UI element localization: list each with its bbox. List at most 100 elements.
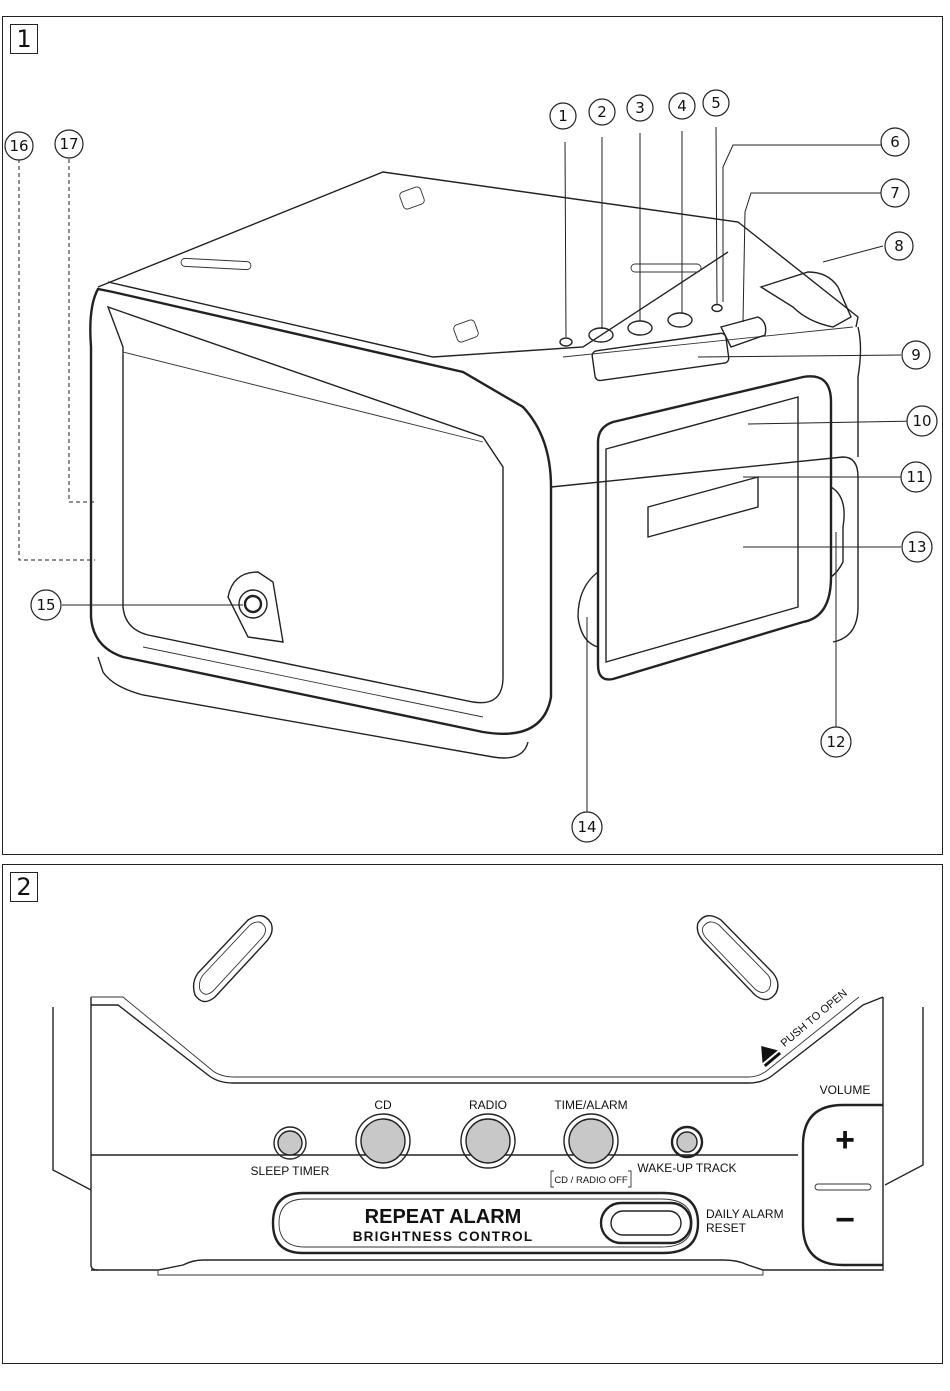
callout-15: 15 bbox=[30, 589, 62, 621]
daily-alarm-reset-button[interactable] bbox=[599, 1201, 693, 1245]
front-bezel bbox=[89, 287, 553, 735]
volume-plus-symbol: + bbox=[835, 1121, 855, 1159]
body-bottom-edge bbox=[91, 997, 884, 1271]
door-handle-right bbox=[830, 486, 845, 578]
cd-button[interactable] bbox=[355, 1113, 411, 1169]
cd-door-panel bbox=[605, 396, 799, 663]
top-plate-inner-line bbox=[91, 996, 860, 1078]
top-button-2 bbox=[588, 327, 614, 343]
volume-minus-symbol: − bbox=[835, 1201, 855, 1239]
top-front-edge bbox=[107, 251, 729, 358]
base-line bbox=[142, 646, 484, 718]
callout-number: 4 bbox=[677, 97, 687, 115]
callout-number: 3 bbox=[635, 99, 645, 117]
eject-tab bbox=[759, 271, 852, 328]
callout-11: 11 bbox=[900, 461, 932, 493]
callout-6: 6 bbox=[880, 127, 910, 157]
callout-number: 10 bbox=[912, 412, 931, 430]
wake-up-track-label: WAKE-UP TRACK bbox=[637, 1161, 736, 1175]
cd-door-frame bbox=[596, 375, 833, 681]
callout-number: 9 bbox=[911, 346, 921, 364]
callout-10: 10 bbox=[906, 405, 938, 437]
callout-number: 12 bbox=[826, 733, 845, 751]
side-body-edge bbox=[857, 326, 862, 457]
leader-9 bbox=[697, 354, 902, 358]
callout-17: 17 bbox=[54, 129, 84, 159]
knob-outer bbox=[238, 589, 268, 619]
leader-16 bbox=[18, 159, 95, 561]
eject-bar-icon bbox=[763, 1051, 782, 1068]
volume-rocker-perspective bbox=[719, 316, 767, 348]
callout-12: 12 bbox=[820, 726, 852, 758]
radio-button[interactable] bbox=[460, 1113, 516, 1169]
side-top-line bbox=[562, 326, 854, 358]
time-alarm-label: TIME/ALARM bbox=[554, 1098, 627, 1112]
leader-17 bbox=[68, 159, 95, 503]
top-control-panel-drawing: + − VOLUME PUSH TO OPEN SLEEP TIMER CD R… bbox=[52, 915, 924, 1276]
callout-number: 1 bbox=[558, 107, 568, 125]
callout-2: 2 bbox=[588, 98, 616, 126]
bracket-left bbox=[550, 1170, 554, 1188]
callout-number: 11 bbox=[906, 468, 925, 486]
callout-13: 13 bbox=[901, 531, 933, 563]
top-edge-outline bbox=[97, 171, 859, 328]
panel-number-2: 2 bbox=[10, 872, 38, 902]
right-handle-slot bbox=[696, 915, 779, 1001]
repeat-alarm-bar-inner bbox=[278, 1198, 693, 1248]
callout-number: 13 bbox=[907, 538, 926, 556]
callout-number: 8 bbox=[894, 237, 904, 255]
top-clip bbox=[453, 319, 479, 343]
callout-number: 6 bbox=[890, 133, 900, 151]
brightness-control-label: BRIGHTNESS CONTROL bbox=[353, 1229, 534, 1244]
callout-number: 17 bbox=[59, 135, 78, 153]
sleep-timer-label: SLEEP TIMER bbox=[251, 1164, 330, 1178]
panel-number-1: 1 bbox=[10, 24, 38, 54]
callout-number: 7 bbox=[890, 184, 900, 202]
leader-7 bbox=[742, 192, 881, 323]
body-left-edge bbox=[90, 997, 99, 1271]
leader-1 bbox=[564, 141, 567, 338]
repeat-alarm-bar[interactable] bbox=[271, 1191, 700, 1255]
callout-14: 14 bbox=[571, 811, 603, 843]
callout-8: 8 bbox=[884, 231, 914, 261]
callout-7: 7 bbox=[880, 178, 910, 208]
callout-16: 16 bbox=[4, 131, 34, 161]
foot-line bbox=[157, 1270, 764, 1276]
bracket-right bbox=[628, 1170, 632, 1188]
repeat-alarm-label: REPEAT ALARM bbox=[365, 1206, 522, 1228]
top-button-5 bbox=[711, 303, 723, 313]
leader-10 bbox=[747, 420, 922, 425]
wake-up-track-button[interactable] bbox=[670, 1125, 704, 1159]
radio-label: RADIO bbox=[469, 1098, 507, 1112]
body-left-side bbox=[52, 1007, 92, 1191]
leader-8 bbox=[822, 245, 884, 263]
leader-5 bbox=[715, 126, 718, 306]
volume-rocker[interactable] bbox=[801, 1103, 883, 1267]
push-to-open[interactable]: PUSH TO OPEN bbox=[754, 982, 850, 1068]
callout-number: 14 bbox=[577, 818, 596, 836]
grille-line bbox=[122, 351, 484, 443]
knob-inner bbox=[243, 594, 263, 614]
top-plate-outline bbox=[91, 996, 884, 1084]
callout-3: 3 bbox=[626, 94, 654, 122]
top-vent-slot bbox=[180, 257, 252, 271]
repeat-alarm-bar-perspective bbox=[591, 332, 730, 382]
sleep-timer-button[interactable] bbox=[273, 1126, 307, 1160]
daily-alarm-reset-label: RESET bbox=[706, 1221, 747, 1235]
callout-number: 15 bbox=[36, 596, 55, 614]
volume-label: VOLUME bbox=[820, 1083, 871, 1097]
base-edge bbox=[97, 656, 529, 759]
front-speaker-grille bbox=[106, 305, 504, 704]
time-alarm-button[interactable] bbox=[563, 1113, 619, 1169]
display-window bbox=[647, 476, 759, 538]
top-button-3 bbox=[627, 320, 653, 336]
callout-number: 16 bbox=[9, 137, 28, 155]
callout-number: 5 bbox=[711, 94, 721, 112]
callout-number: 2 bbox=[597, 103, 607, 121]
device-perspective-drawing: 1 2 3 4 5 6 7 8 9 10 11 12 13 14 15 16 1… bbox=[4, 89, 938, 843]
push-to-open-label: PUSH TO OPEN bbox=[779, 987, 850, 1049]
leader-6 bbox=[722, 144, 881, 302]
daily-alarm-label: DAILY ALARM bbox=[706, 1207, 784, 1221]
top-button-1 bbox=[559, 337, 573, 347]
figure-panel-2: 2 + − VOLUME PUSH TO OPEN bbox=[2, 864, 943, 1364]
